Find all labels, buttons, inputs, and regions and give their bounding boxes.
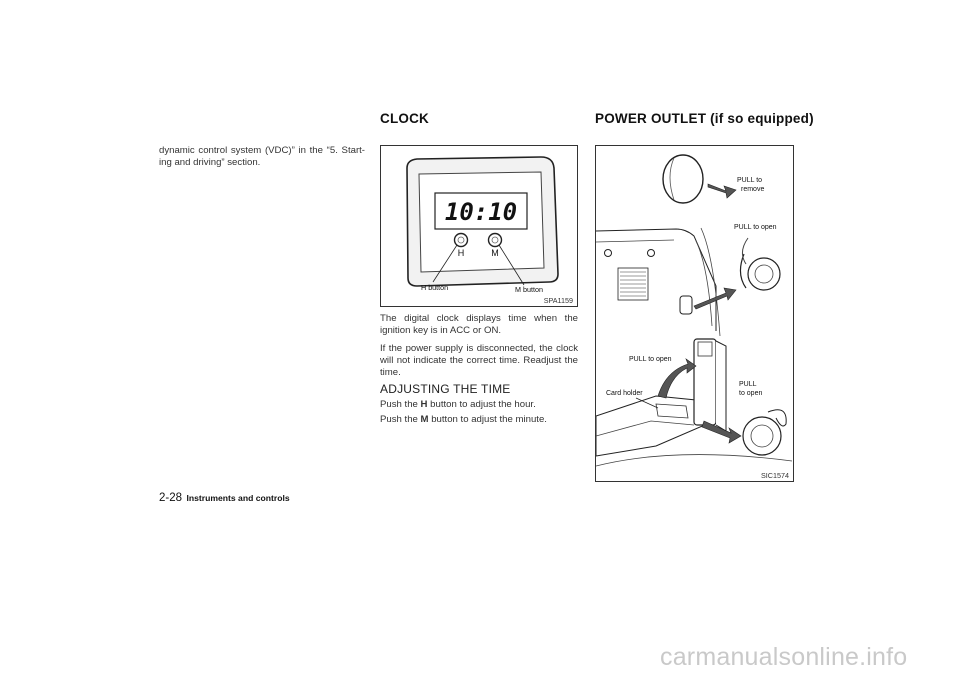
step-suffix: button to adjust the hour. [430,399,536,410]
adjust-hour-step: Push the H button to adjust the hour. [380,399,578,411]
clock-heading: CLOCK [380,111,429,126]
step-suffix: button to adjust the minute. [431,414,547,425]
power-outlet-heading: POWER OUTLET (if so equipped) [595,111,814,126]
watermark: carmanualsonline.info [660,643,908,671]
pull-label-2: to open [739,390,762,397]
h-key: H [420,399,428,410]
m-button-label: M [491,248,499,258]
clock-paragraph-1: The digital clock displays time when the… [380,313,578,337]
m-button-callout: M button [515,285,543,294]
h-button-label: H [458,248,465,258]
outlet-socket [679,295,693,315]
adjusting-time-subheading: ADJUSTING THE TIME [380,382,511,396]
pull-open-top-label: PULL to open [734,224,777,231]
clock-figure: 10:10 H M H button M button SPA1159 [380,145,578,307]
page-number: 2-28 [159,492,183,504]
card-holder-label: Card holder [606,390,643,397]
power-outlet-figure: PULL to remove PULL to open [595,145,794,482]
pull-remove-label-2: remove [741,186,764,193]
clock-paragraph-2: If the power supply is disconnected, the… [380,343,578,379]
page-footer: 2-28 Instruments and controls [159,488,290,506]
h-button-callout: H button [421,283,448,292]
continuation-paragraph: dynamic control system (VDC)” in the “5.… [159,145,365,169]
power-outlet-figure-code: SIC1574 [761,471,789,480]
h-button [453,232,469,248]
m-button [487,232,503,248]
pull-remove-label-1: PULL to [737,177,762,184]
step-prefix: Push the [380,414,418,425]
pull-label-1: PULL [739,381,757,388]
section-label: Instruments and controls [186,493,290,503]
clock-illustration: 10:10 H M H button M button [406,156,559,294]
clock-time-readout: 10:10 [445,198,517,226]
power-outlet-illustration: PULL to remove PULL to open [596,154,793,467]
clock-figure-code: SPA1159 [543,296,573,305]
pull-open-mid-label: PULL to open [629,356,672,363]
adjust-minute-step: Push the M button to adjust the minute. [380,414,578,426]
step-prefix: Push the [380,399,418,410]
m-key: M [420,414,429,425]
outlet-cap [662,154,704,204]
